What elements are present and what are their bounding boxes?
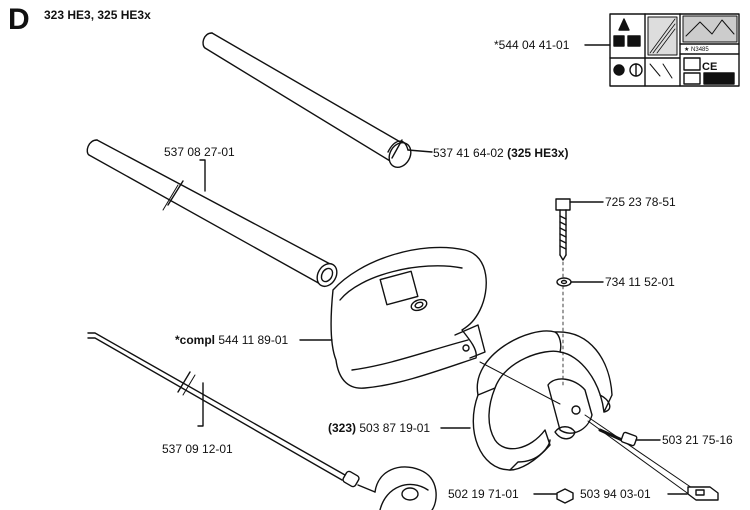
drive-shaft-drawing	[87, 332, 437, 510]
label-cover-tube-number: 537 41 64-02	[433, 146, 504, 160]
nut-drawing	[556, 488, 574, 504]
decal-serial-text: ★ N3485	[684, 46, 709, 53]
screw-drawing	[598, 428, 638, 447]
label-screw: 503 21 75-16	[662, 433, 733, 447]
section-letter: D	[8, 3, 30, 36]
label-guard-number: 544 11 89-01	[218, 333, 289, 347]
label-shaft-tube: 537 08 27-01	[164, 145, 235, 159]
label-handle-prefix: (323)	[328, 421, 357, 435]
washer-drawing	[556, 277, 572, 287]
label-bolt: 725 23 78-51	[605, 195, 676, 209]
label-washer: 734 11 52-01	[605, 275, 675, 289]
models-title: 323 HE3, 325 HE3x	[44, 8, 151, 22]
label-drive-shaft: 537 09 12-01	[162, 442, 233, 456]
label-decal: *544 04 41-01	[494, 38, 570, 52]
label-handle: (323) 503 87 19-01	[328, 421, 430, 435]
label-guard: *compl 544 11 89-01	[175, 333, 288, 347]
shaft-tube-drawing	[86, 139, 338, 288]
handle-drawing	[472, 330, 613, 471]
guard-drawing	[330, 246, 487, 389]
bolt-drawing	[555, 198, 571, 261]
label-guard-prefix: *compl	[175, 333, 216, 347]
clamp-drawing	[687, 486, 719, 501]
label-clamp: 503 94 03-01	[580, 487, 651, 501]
label-handle-number: 503 87 19-01	[359, 421, 431, 435]
cover-tube-drawing	[202, 32, 412, 169]
label-nut: 502 19 71-01	[448, 487, 519, 501]
label-cover-tube-note: (325 HE3x)	[507, 146, 569, 160]
label-cover-tube: 537 41 64-02 (325 HE3x)	[433, 146, 568, 160]
svg-text:CE: CE	[702, 61, 717, 73]
warning-decal-icon: ★ N3485 CE	[609, 13, 740, 87]
